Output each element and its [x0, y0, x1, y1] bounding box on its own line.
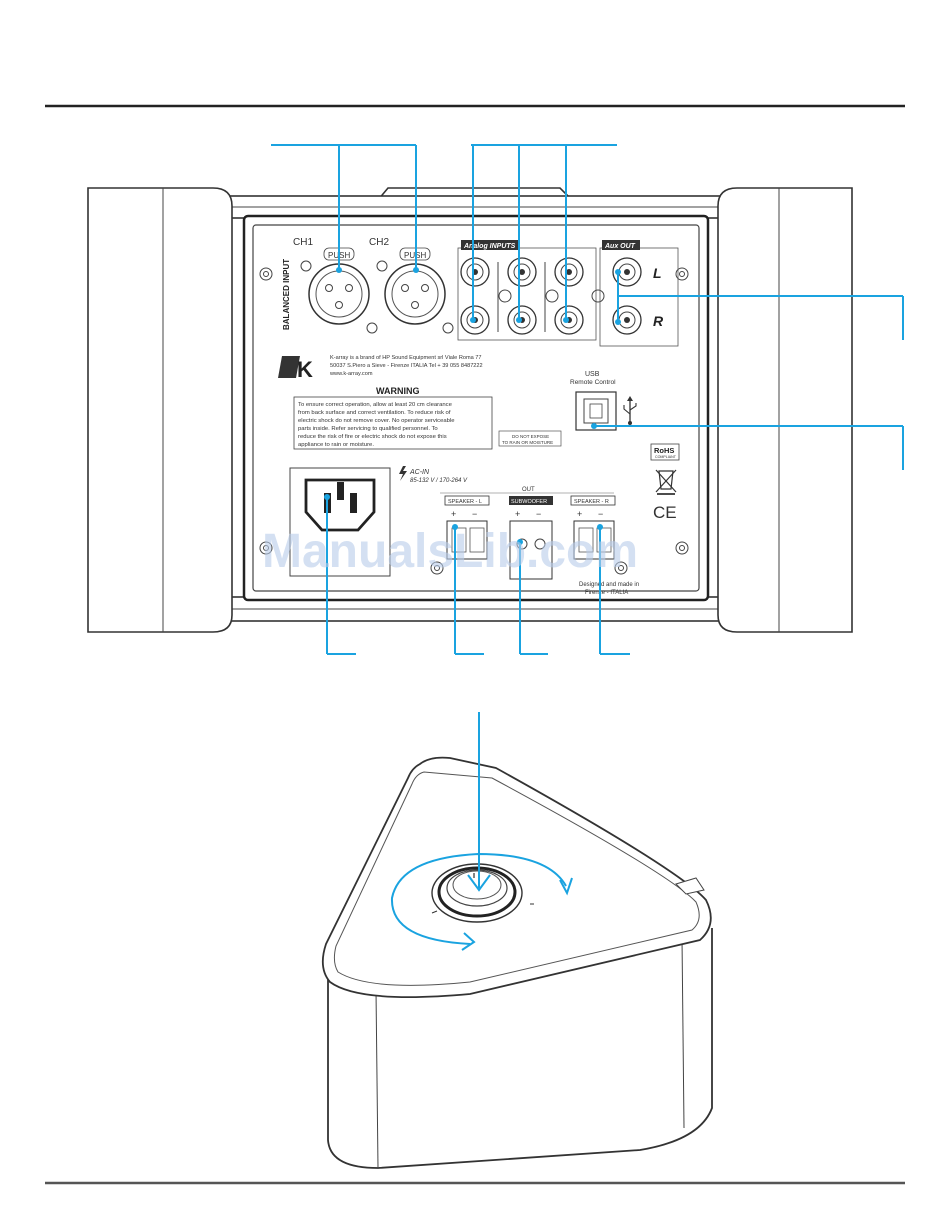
designed-line-1: Designed and made in [579, 582, 639, 588]
speaker-l-tag [444, 495, 490, 506]
rotate-arrows-icon [390, 852, 573, 951]
website-label: www.k-array.com [329, 371, 373, 377]
aux-left-label: L [653, 265, 662, 281]
warning-line-1: To ensure correct operation, allow at le… [298, 402, 453, 408]
aux-out-tag [602, 240, 640, 250]
lightning-icon [399, 466, 407, 481]
knob-callout-arrow [467, 874, 491, 892]
ch1-label: CH1 [293, 237, 313, 248]
warning-line-6: appliance to rain or moisture. [298, 442, 374, 448]
warning-line-4: parts inside. Refer servicing to qualifi… [298, 426, 438, 432]
speaker-r-plus: + [577, 509, 582, 519]
ce-mark: CE [653, 503, 677, 522]
callout-lines-right [591, 269, 904, 470]
speaker-top-inner [333, 771, 700, 986]
balanced-input-label: BALANCED INPUT [282, 259, 291, 330]
usb-label: USB [585, 371, 600, 378]
callout-lines-bottom [324, 494, 630, 655]
ac-inlet[interactable] [289, 467, 391, 577]
speaker-l-plus: + [451, 509, 456, 519]
svg-text:K: K [297, 357, 313, 382]
usb-icon [623, 396, 637, 425]
right-side-block [717, 187, 853, 633]
ac-in-label: AC-IN [409, 469, 430, 476]
brand-line-1: K-array is a brand of HP Sound Equipment… [330, 355, 482, 361]
do-not-expose-line-1: DO NOT EXPOSE [512, 434, 549, 439]
xlr-input-ch2[interactable]: CH2 PUSH [369, 237, 454, 334]
rohs-compliant-label: COMPLIANT [655, 455, 677, 459]
remote-control-label: Remote Control [570, 379, 616, 386]
rotary-knob[interactable] [431, 863, 534, 923]
speaker-seam-right [681, 937, 685, 1129]
speaker-l-label: SPEAKER - L [448, 499, 482, 505]
speaker-seam-left [375, 989, 379, 1169]
k-array-logo-icon: K [278, 356, 313, 382]
usb-port[interactable] [575, 391, 617, 431]
do-not-expose-box [498, 430, 562, 447]
speaker-top-outer [321, 756, 712, 999]
warning-line-3: electric shock do not remove cover. No o… [298, 418, 455, 424]
analog-inputs-tag [461, 240, 519, 250]
xlr-input-ch1[interactable]: CH1 PUSH [293, 237, 378, 334]
speaker-r-label: SPEAKER - R [574, 499, 609, 505]
triangular-speaker [321, 712, 713, 1169]
warning-title: WARNING [376, 386, 420, 396]
speaker-l-minus: − [472, 509, 477, 519]
subwoofer-tag [509, 496, 553, 505]
brand-line-2: 50037 S.Piero a Sieve - Firenze ITALIA T… [330, 363, 483, 369]
left-side-block [87, 187, 233, 633]
rohs-label: RoHS [654, 446, 674, 455]
callout-lines-top [271, 144, 617, 323]
speaker-r-minus: − [598, 509, 603, 519]
aux-out-label: Aux OUT [604, 243, 636, 250]
do-not-expose-line-2: TO RAIN OR MOISTURE [502, 440, 553, 445]
rohs-badge [650, 443, 680, 461]
designed-line-2: Firenze - ITALIA [585, 590, 628, 596]
subwoofer-plus: + [515, 509, 520, 519]
rear-panel-assembly: BALANCED INPUT CH1 PUSH CH2 PUSH [87, 187, 853, 633]
analog-inputs-label: Analog INPUTS [463, 243, 516, 250]
subwoofer-terminal[interactable] [509, 520, 553, 580]
aux-right-label: R [653, 313, 664, 329]
watermark-text: ManualsLib.com [262, 525, 638, 578]
warning-line-5: reduce the risk of fire or electric shoc… [298, 434, 447, 440]
ch2-label: CH2 [369, 237, 389, 248]
warning-line-2: from back surface and correct ventilatio… [298, 410, 451, 416]
analog-inputs-box [457, 247, 597, 341]
voltage-label: 85-132 V / 170-264 V [410, 478, 468, 484]
weee-bin-icon [655, 469, 677, 495]
warning-box [293, 396, 493, 450]
subwoofer-minus: − [536, 509, 541, 519]
subwoofer-label: SUBWOOFER [511, 499, 547, 505]
panel-screws [259, 267, 689, 575]
speaker-r-tag [570, 495, 616, 506]
out-label: OUT [522, 487, 535, 493]
